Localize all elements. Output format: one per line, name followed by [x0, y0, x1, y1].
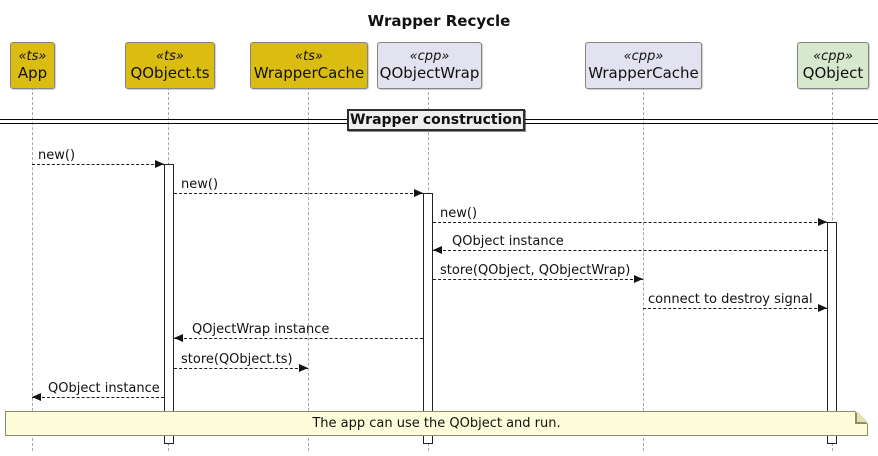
participant-stereotype: «cpp» [813, 48, 853, 64]
activation-bar-qobjectwrap [423, 193, 433, 444]
divider-label: Wrapper construction [349, 112, 523, 128]
message-line [174, 368, 308, 369]
message-label: new() [440, 206, 478, 221]
arrowhead-left-icon [174, 334, 183, 342]
participant-name: App [17, 63, 48, 82]
message-label: QOjectWrap instance [192, 322, 330, 337]
arrowhead-left-icon [433, 246, 442, 254]
lifeline-wrappercache-cpp [643, 87, 644, 451]
message-label: new() [38, 148, 76, 163]
message-line [433, 222, 827, 223]
participant-name: QObjectWrap [379, 63, 480, 82]
arrowhead-left-icon [32, 393, 41, 401]
message-line [643, 308, 827, 309]
participant-stereotype: «cpp» [409, 48, 450, 64]
participant-stereotype: «ts» [295, 48, 323, 64]
activation-bar-qobject-cpp [827, 222, 837, 444]
divider: Wrapper construction [347, 109, 525, 131]
participant-name: QObject.ts [130, 63, 210, 82]
participant-name: WrapperCache [588, 63, 699, 82]
note-across: The app can use the QObject and run. [5, 411, 868, 436]
message-line [32, 164, 164, 165]
message-label: QObject instance [452, 234, 564, 249]
message-label: store(QObject, QObjectWrap) [440, 263, 631, 278]
participant-wrappercache-cpp: «cpp» WrapperCache [585, 42, 702, 89]
message-label: QObject instance [48, 381, 160, 396]
lifeline-wrappercache-ts [308, 87, 309, 451]
arrowhead-right-icon [818, 304, 827, 312]
arrowhead-right-icon [818, 218, 827, 226]
participant-name: WrapperCache [253, 63, 365, 82]
message-label: connect to destroy signal [648, 292, 813, 307]
participant-qobject-ts: «ts» QObject.ts [125, 42, 215, 89]
message-line [174, 193, 423, 194]
participant-qobject-cpp: «cpp» QObject [797, 42, 869, 89]
arrowhead-right-icon [155, 160, 164, 168]
message-label: new() [181, 177, 219, 192]
arrowhead-right-icon [414, 189, 423, 197]
message-line [433, 279, 643, 280]
message-label: store(QObject.ts) [181, 352, 293, 367]
message-line [174, 338, 423, 339]
note-text: The app can use the QObject and run. [312, 416, 561, 431]
participant-wrappercache-ts: «ts» WrapperCache [250, 42, 368, 89]
participant-app: «ts» App [10, 42, 55, 89]
participant-stereotype: «ts» [156, 48, 184, 64]
lifeline-app [32, 87, 33, 451]
participant-stereotype: «ts» [18, 48, 47, 64]
activation-bar-qobject-ts [164, 164, 174, 444]
participant-qobjectwrap: «cpp» QObjectWrap [377, 42, 482, 89]
message-line [32, 397, 164, 398]
diagram-title: Wrapper Recycle [367, 12, 511, 30]
arrowhead-right-icon [634, 275, 643, 283]
participant-stereotype: «cpp» [623, 48, 664, 64]
message-line [433, 250, 827, 251]
arrowhead-right-icon [299, 364, 308, 372]
participant-name: QObject [802, 63, 864, 82]
